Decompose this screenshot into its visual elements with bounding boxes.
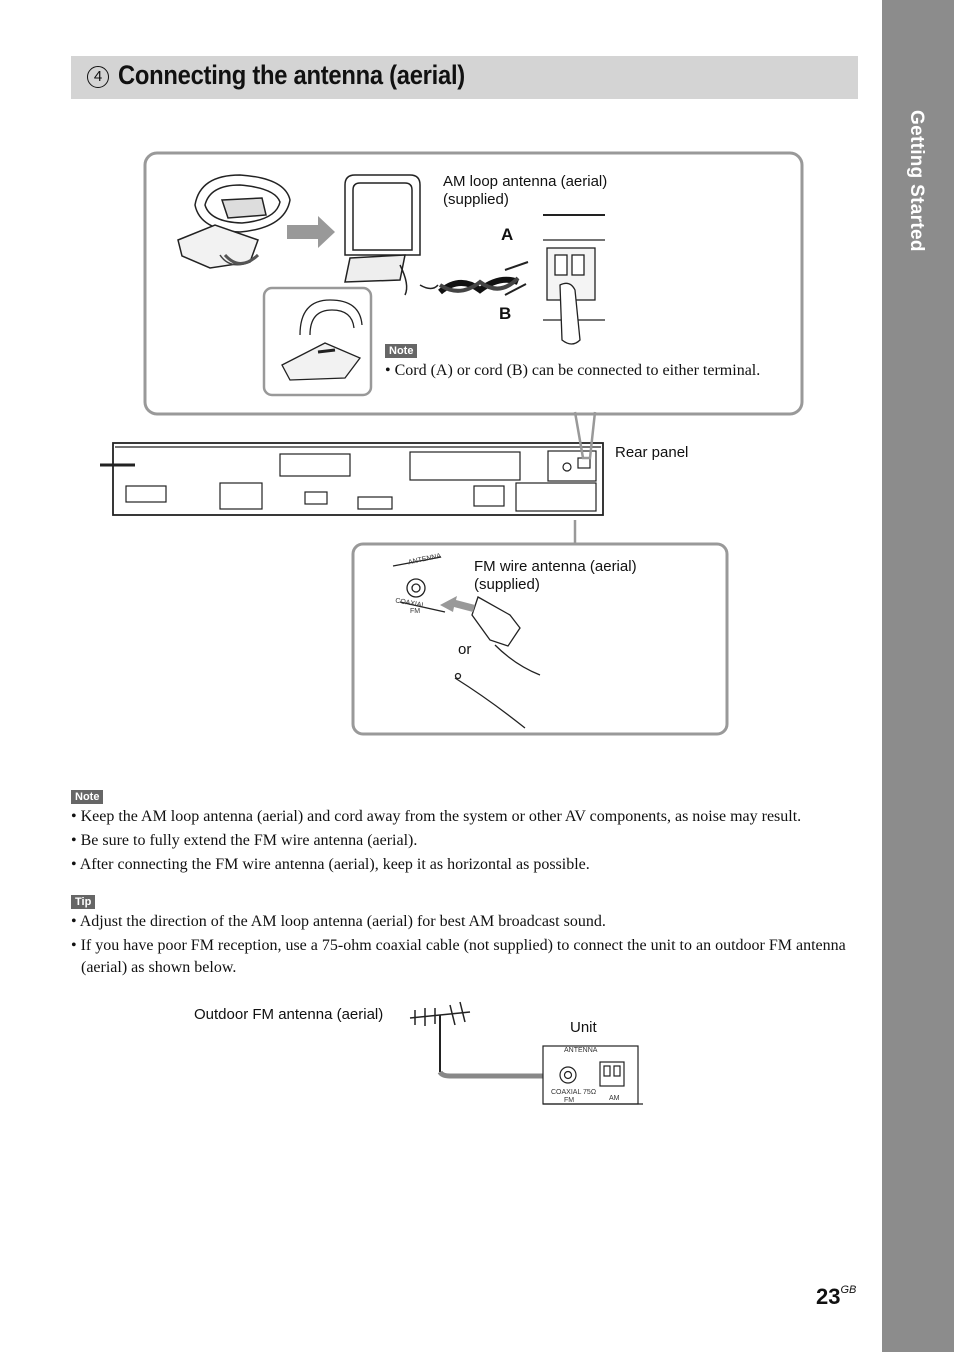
notes-list: • Keep the AM loop antenna (aerial) and … [71, 806, 861, 878]
tip-item: • Adjust the direction of the AM loop an… [71, 913, 606, 930]
am-antenna-standing-icon [344, 174, 421, 296]
am-antenna-supplied-label: (supplied) [443, 191, 509, 208]
outdoor-antenna-icon [409, 1001, 565, 1079]
step-arrow [287, 216, 335, 248]
section-side-tab [882, 0, 954, 1352]
unit-am-label: AM [609, 1095, 620, 1102]
section-tab-label: Getting Started [906, 110, 927, 252]
unit-panel-icon [542, 1045, 643, 1105]
twisted-cord-icon [419, 261, 529, 296]
rotate-arrow [223, 253, 260, 265]
note-item: • After connecting the FM wire antenna (… [71, 856, 590, 873]
diagram-note-text: • Cord (A) or cord (B) can be connected … [385, 362, 761, 379]
tips-list: • Adjust the direction of the AM loop an… [71, 911, 861, 981]
fm-small-label: FM [410, 608, 421, 615]
tips-tag: Tip [71, 895, 96, 909]
page-number-suffix: GB [840, 1284, 857, 1296]
fm-antenna-label: FM wire antenna (aerial) [474, 558, 637, 575]
diagram-note-tag: Note [385, 344, 418, 358]
note-item: • Be sure to fully extend the FM wire an… [71, 832, 418, 849]
notes-tag: Note [71, 790, 104, 804]
fm-antenna-supplied-label: (supplied) [474, 576, 540, 593]
title-bar [71, 56, 858, 99]
page-number-value: 23 [816, 1284, 841, 1309]
cord-b-label: B [499, 304, 512, 323]
cord-a-label: A [501, 225, 514, 244]
fm-insert-arrow [440, 596, 475, 612]
or-label: or [458, 641, 472, 658]
tip-item: • If you have poor FM reception, use a 7… [71, 937, 846, 976]
page-title: Connecting the antenna (aerial) [118, 60, 465, 90]
am-antenna-label: AM loop antenna (aerial) [443, 173, 608, 190]
page-number: 23GB [816, 1284, 856, 1310]
fm-callout-box [351, 542, 729, 736]
unit-coaxial-label: COAXIAL 75Ω [551, 1089, 597, 1096]
fm-connector-icon [392, 556, 541, 729]
zoom-pointer [573, 411, 597, 460]
note-item: • Keep the AM loop antenna (aerial) and … [71, 808, 802, 825]
rear-panel-label: Rear panel [615, 444, 689, 461]
am-antenna-folded-icon [177, 174, 291, 269]
am-terminal-icon [543, 214, 605, 345]
am-antenna-inset-icon [281, 299, 363, 381]
rear-panel-icon [100, 442, 604, 516]
outdoor-antenna-label: Outdoor FM antenna (aerial) [194, 1006, 384, 1023]
step-number: 4 [87, 66, 109, 88]
unit-fm-label: FM [564, 1097, 575, 1104]
unit-antenna-label: ANTENNA [564, 1047, 598, 1054]
unit-label: Unit [570, 1019, 597, 1036]
